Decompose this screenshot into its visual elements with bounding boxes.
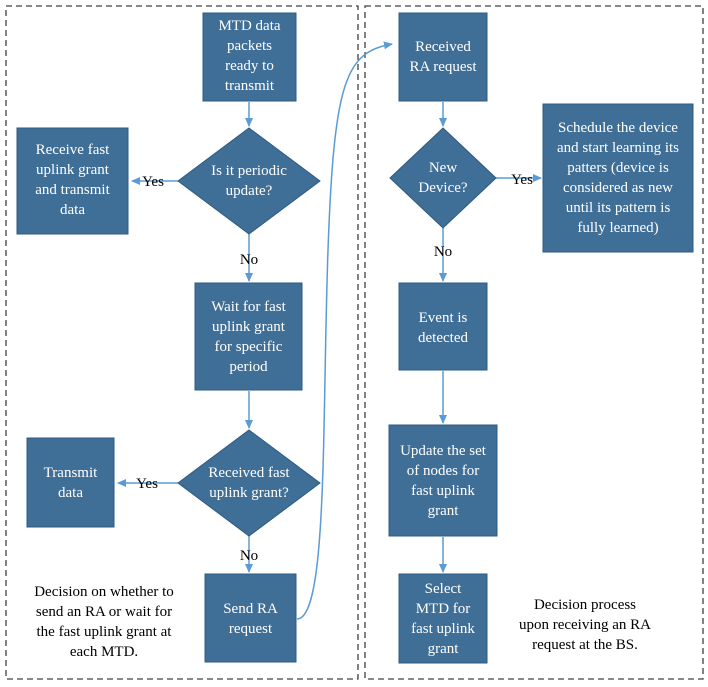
node-line: packets <box>227 38 272 54</box>
node-send-ra-request: Send RA request <box>204 573 297 663</box>
caption-line: each MTD. <box>70 644 138 660</box>
node-line: fast uplink <box>411 483 475 499</box>
label-new-no: No <box>434 244 452 260</box>
left-panel-border <box>5 5 359 680</box>
node-line: update? <box>226 183 273 199</box>
node-line: patters (device is <box>567 160 669 176</box>
node-line: fast uplink <box>411 621 475 637</box>
node-line: Update the set <box>400 443 487 459</box>
node-received-ra-request: Received RA request <box>398 12 488 102</box>
caption-line: send an RA or wait for <box>36 604 172 620</box>
node-event-detected: Event is detected <box>398 282 488 371</box>
node-line: Wait for fast <box>211 299 286 315</box>
node-line: Received fast <box>208 465 290 481</box>
node-line: uplink grant <box>36 162 110 178</box>
node-line: Received <box>415 39 471 55</box>
node-line: ready to <box>225 58 274 74</box>
node-line: grant <box>428 641 460 657</box>
right-panel-border <box>364 5 704 680</box>
node-line: transmit <box>225 78 275 94</box>
caption-line: request at the BS. <box>532 637 638 653</box>
node-line: for specific <box>215 339 283 355</box>
node-update-set-of-nodes: Update the set of nodes for fast uplink gra… <box>388 424 498 537</box>
node-line: period <box>229 359 268 375</box>
node-line: Send RA <box>223 601 278 617</box>
label-periodic-no: No <box>240 252 258 268</box>
caption-line: upon receiving an RA <box>519 617 651 633</box>
node-line: detected <box>418 330 468 346</box>
node-line: of nodes for <box>407 463 479 479</box>
caption-line: Decision on whether to <box>34 584 174 600</box>
node-line: data <box>60 202 85 218</box>
node-line: MTD for <box>416 601 471 617</box>
node-line: Device? <box>418 180 467 196</box>
arrow-send-ra-to-bs <box>296 41 393 620</box>
node-schedule-device: Schedule the device and start learning it… <box>542 103 694 253</box>
node-line: Receive fast <box>36 142 111 158</box>
node-line: data <box>58 485 83 501</box>
node-line: New <box>429 160 457 176</box>
node-line: Select <box>425 581 462 597</box>
node-line: uplink grant <box>212 319 286 335</box>
node-line: Schedule the device <box>558 120 678 136</box>
node-receive-fast-uplink-grant: Receive fast uplink grant and transmit data <box>16 127 129 235</box>
decision-periodic-update: Is it periodic update? <box>177 127 321 235</box>
caption-line: the fast uplink grant at <box>37 624 173 640</box>
node-line: RA request <box>409 59 477 75</box>
left-panel-caption: Decision on whether to send an RA or wait… <box>34 584 174 660</box>
node-transmit-data: Transmit data <box>26 437 115 528</box>
node-line: Event is <box>419 310 468 326</box>
node-line: until its pattern is <box>566 200 671 216</box>
caption-line: Decision process <box>534 597 636 613</box>
node-line: request <box>229 621 273 637</box>
node-line: Transmit <box>44 465 98 481</box>
label-new-yes: Yes <box>511 172 533 188</box>
node-line: Is it periodic <box>211 163 287 179</box>
label-periodic-yes: Yes <box>142 174 164 190</box>
node-line: fully learned) <box>577 220 658 236</box>
node-line: considered as new <box>563 180 673 196</box>
label-received-yes: Yes <box>136 476 158 492</box>
node-wait-for-fast-uplink-grant: Wait for fast uplink grant for specific per… <box>194 282 303 391</box>
node-line: grant <box>428 503 460 519</box>
label-received-no: No <box>240 548 258 564</box>
node-line: MTD data <box>218 18 280 34</box>
node-line: and transmit <box>35 182 110 198</box>
right-panel-caption: Decision process upon receiving an RA requ… <box>519 597 651 653</box>
decision-received-fast-uplink-grant: Received fast uplink grant? <box>177 429 321 537</box>
connectors <box>117 41 542 620</box>
node-line: and start learning its <box>557 140 679 156</box>
node-mtd-data-packets: MTD data packets ready to transmit <box>202 12 297 102</box>
node-line: uplink grant? <box>209 485 289 501</box>
